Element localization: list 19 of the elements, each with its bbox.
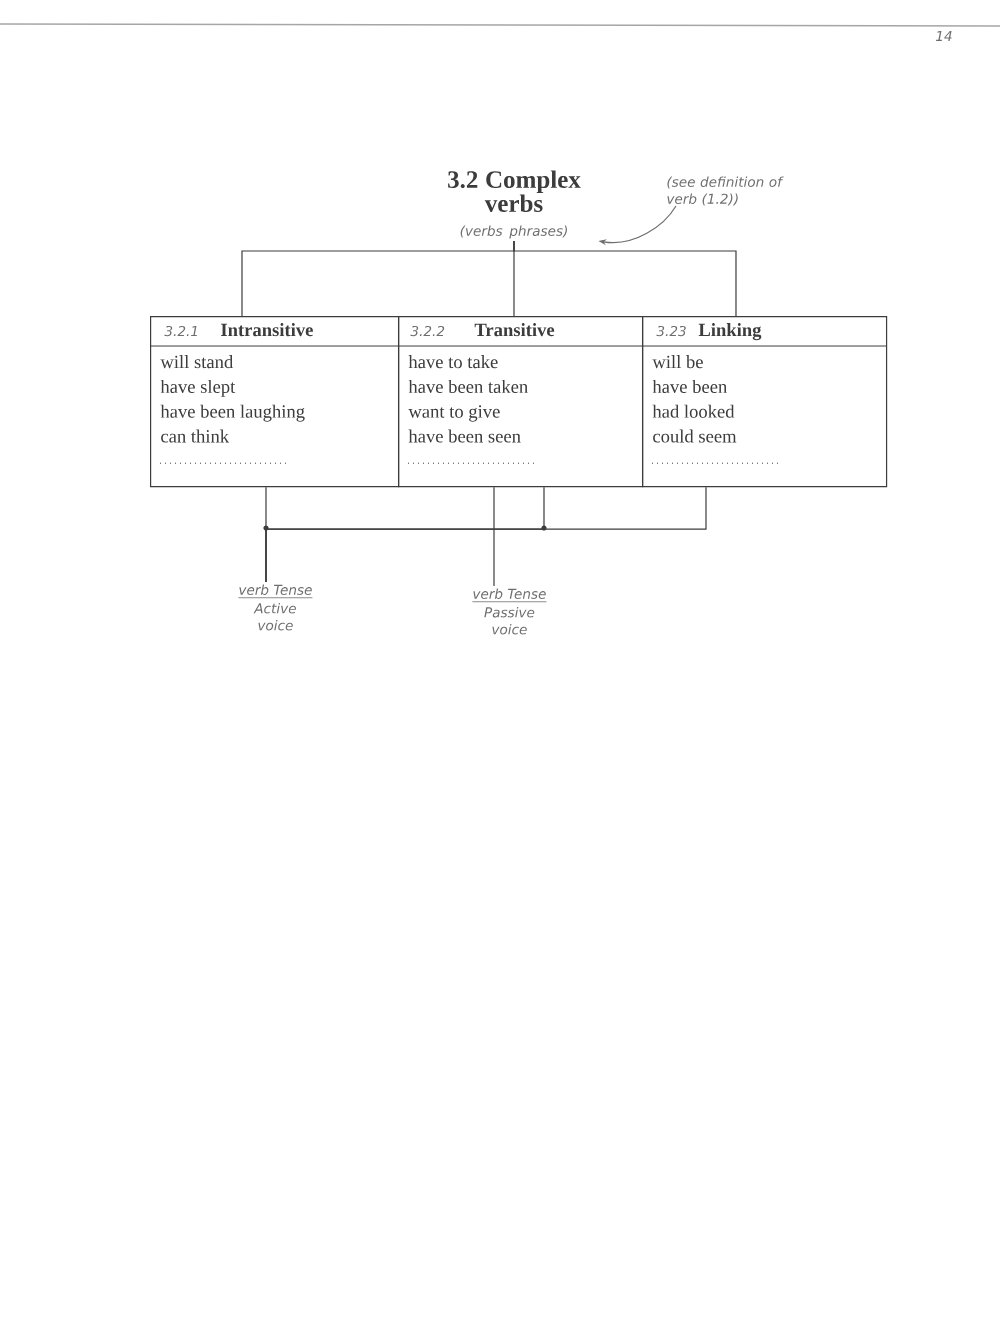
verb-phrase: have been [652,379,727,393]
verb-phrase: can think [161,429,230,443]
column-heading: Intransitive [221,323,313,337]
verb-phrase: have been laughing [160,404,305,422]
column-heading: Transitive [474,323,555,337]
verb-phrase: could seem [653,429,737,443]
verb-phrase: want to give [408,405,500,422]
verb-phrase: will stand [160,355,233,369]
verb-phrase: had looked [652,404,735,418]
verb-phrase: have been taken [408,379,528,393]
column-heading: Linking [698,323,762,341]
heading: 3.2 Complex verbs [448,170,581,212]
connector [513,240,737,317]
connector [493,486,495,587]
verb-phrase: have to take [408,355,498,369]
connector [265,486,707,583]
verb-phrase: have been seen [408,429,521,443]
verb-phrase: will be [652,355,703,369]
verb-phrase: have slept [160,379,236,397]
